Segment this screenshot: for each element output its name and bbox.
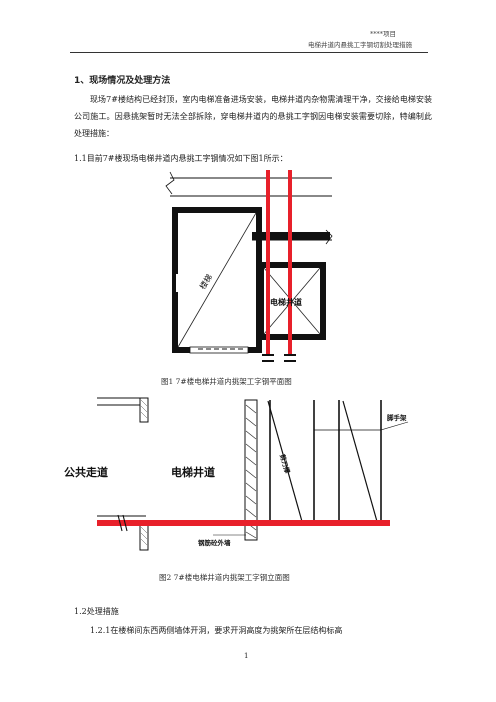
header-divider [70,52,428,53]
item-1-1: 1.1目前7#楼现场电梯井道内悬挑工字钢情况如下图1所示： [74,154,288,163]
page-number: 1 [244,652,249,660]
shaft-label-elevation: 电梯井道 [171,465,215,479]
header-doc-title: 电梯井道内悬挑工字钢切割处理措施 [308,41,412,49]
shaft-label-plan: 电梯井道 [270,297,302,307]
intro-paragraph: 现场7#楼结构已经封顶，室内电梯准备进场安装，电梯井道内杂物需清理干净，交接给电… [74,95,432,138]
figure2-caption: 图2 7#楼电梯井道内挑架工字钢立面图 [159,573,290,582]
section-heading: 1、现场情况及处理方法 [74,76,171,86]
scaffold-label: 脚手架 [387,413,407,422]
item-1-2-1: 1.2.1在楼梯间东西两侧墙体开洞，要求开洞高度为挑架所在层结构标高 [90,626,343,635]
corridor-label: 公共走道 [64,465,108,479]
figure1-caption: 图1 7#楼电梯井道内挑架工字钢平面图 [161,377,292,386]
section-1-2-heading: 1.2处理措施 [74,607,119,616]
header-project: ****项目 [370,30,396,38]
stair-label: 楼梯 [197,272,214,291]
brace-label: 剪刀撑 [278,453,292,475]
wall-label: 钢筋砼外墙 [198,538,231,547]
